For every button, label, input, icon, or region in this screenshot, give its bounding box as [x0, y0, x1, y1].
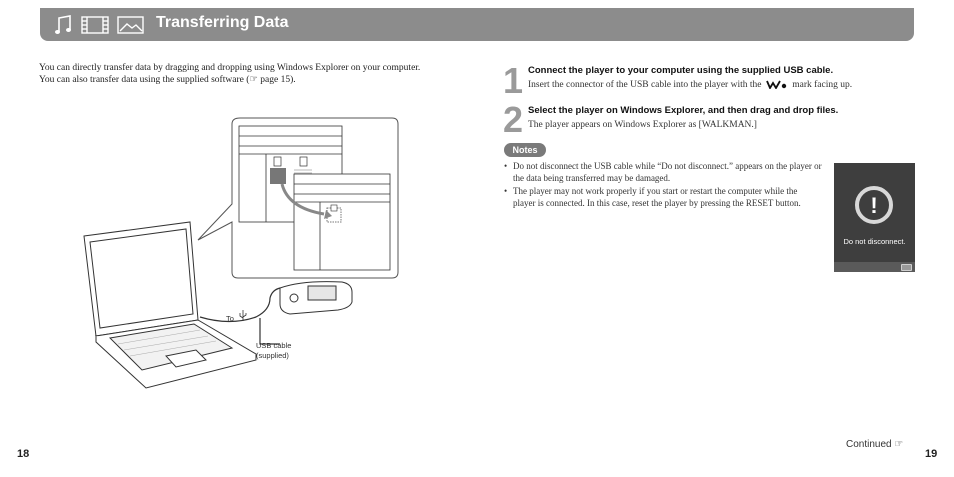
bullet-icon: • [504, 186, 508, 196]
header-icons [55, 15, 144, 34]
step-2-number: 2 [503, 99, 524, 140]
usb-cable [199, 287, 281, 345]
usb-icon [239, 310, 247, 321]
note-item: • Do not disconnect the USB cable while “… [504, 161, 822, 184]
music-note-icon [55, 15, 71, 34]
usb-cable-supplied-label: (supplied) [256, 351, 289, 360]
note-text: The player may not work properly if you … [513, 186, 801, 208]
step-2-title: Select the player on Windows Explorer, a… [528, 105, 839, 116]
usb-cable-label: USB cable [256, 341, 291, 350]
file-icon [273, 156, 308, 167]
explorer-window-front [293, 173, 391, 271]
pointing-hand-icon: ☞ [249, 74, 258, 85]
device-status-strip [834, 262, 915, 272]
connection-illustration: To USB cable (supplied) [83, 117, 399, 389]
intro-text: You can directly transfer data by draggi… [39, 63, 459, 86]
walkman-player [279, 281, 353, 315]
to-usb-label: To [226, 314, 234, 323]
step-1-body-after: mark facing up. [792, 80, 853, 90]
notes-list: • Do not disconnect the USB cable while “… [504, 161, 822, 211]
picture-icon [117, 16, 144, 34]
laptop-illustration [83, 221, 258, 389]
step-1-number: 1 [503, 60, 524, 101]
film-icon [81, 16, 109, 34]
continued-text: Continued [846, 439, 892, 450]
step-1-body: Insert the connector of the USB cable in… [528, 80, 852, 90]
intro-page-ref: page 15). [260, 74, 296, 85]
note-text: Do not disconnect the USB cable while “D… [513, 161, 822, 183]
device-screen-image: ! Do not disconnect. [834, 163, 915, 272]
pointing-hand-icon: ☞ [894, 439, 904, 450]
page-title: Transferring Data [156, 14, 289, 31]
warning-symbol: ! [870, 193, 877, 218]
drag-arrow [280, 183, 332, 219]
step-1-title: Connect the player to your computer usin… [528, 65, 834, 76]
battery-icon [901, 264, 912, 271]
selected-file [270, 168, 286, 184]
file-icon [330, 204, 338, 212]
page-number-right: 19 [925, 448, 938, 460]
device-message: Do not disconnect. [843, 237, 906, 246]
warning-icon: ! [855, 186, 893, 224]
keyboard-keys [117, 329, 217, 357]
intro-line-2: You can also transfer data using the sup… [39, 75, 459, 87]
intro-line-1: You can directly transfer data by draggi… [39, 63, 421, 73]
header-bar: Transferring Data [40, 8, 914, 41]
bullet-icon: • [504, 161, 508, 171]
step-1-body-before: Insert the connector of the USB cable in… [528, 80, 762, 90]
walkman-logo-icon [766, 80, 787, 90]
step-2-body: The player appears on Windows Explorer a… [528, 120, 757, 130]
notes-badge: Notes [504, 143, 546, 157]
page-number-left: 18 [17, 448, 30, 460]
file-labels [294, 169, 312, 174]
continued-label: Continued ☞ [846, 439, 903, 450]
intro-line-2-text: You can also transfer data using the sup… [39, 74, 250, 85]
note-item: • The player may not work properly if you… [504, 186, 822, 209]
